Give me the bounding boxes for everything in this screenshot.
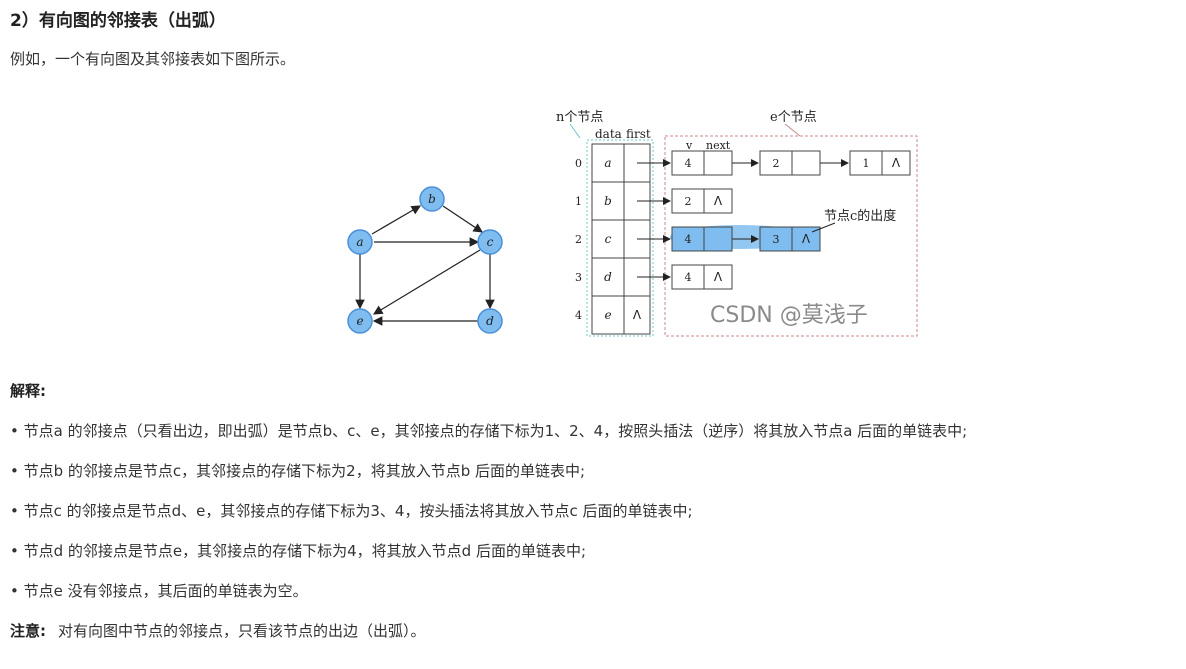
graph-node-label: d: [486, 314, 494, 328]
vertex-data: c: [605, 232, 612, 246]
n-nodes-label: n个节点: [556, 110, 603, 125]
edge-b-c: [442, 205, 483, 233]
vertex-data: e: [604, 308, 611, 322]
graph-node-d: [477, 308, 503, 334]
vertex-indices: 0 1 2 3 4: [575, 157, 582, 322]
vertex-index: 0: [575, 157, 582, 170]
vertex-first-cell: [623, 295, 651, 335]
head-pointers: [637, 159, 849, 281]
vertex-array-box: [586, 139, 654, 337]
null-pointer: Λ: [714, 194, 723, 208]
out-degree-annotation: 节点c的出度: [824, 208, 896, 224]
graph-node-label: a: [356, 235, 363, 249]
edge-nodes: [671, 150, 911, 290]
vertex-index: 3: [575, 271, 582, 284]
vertex-data-cell: [591, 295, 625, 335]
null-pointer: Λ: [714, 270, 723, 284]
explain-label: 解释:: [10, 382, 46, 400]
note-paragraph: 注意: 对有向图中节点的邻接点，只看该节点的出边（出弧）。: [10, 620, 426, 641]
graph-nodes: a b c d e: [347, 186, 503, 334]
list-node-value: 4: [685, 157, 692, 170]
graph-node-a: [347, 229, 373, 255]
list-node: [671, 226, 705, 252]
directed-graph: [355, 205, 495, 326]
explanation-item-d: • 节点d 的邻接点是节点e，其邻接点的存储下标为4，将其放入节点d 后面的单链…: [10, 542, 587, 560]
graph-node-b: [419, 186, 445, 212]
watermark: CSDN @莫浅子: [710, 303, 868, 328]
next-header: next: [706, 139, 731, 152]
list-node: [759, 150, 793, 176]
section-heading: 2）有向图的邻接表（出弧）: [10, 11, 226, 31]
data-header: data: [595, 127, 622, 141]
graph-node-label: e: [356, 314, 363, 328]
graph-node-c: [477, 229, 503, 255]
vertex-index: 1: [575, 195, 582, 208]
edge-node-values: 4 2 1 2 4 3 4: [685, 157, 870, 284]
null-pointer: Λ: [892, 156, 901, 170]
vertex-data-labels: a b c d e: [604, 156, 612, 322]
note-label: 注意:: [10, 622, 46, 640]
list-node: [759, 226, 793, 252]
vertex-data: b: [604, 194, 612, 208]
adjacency-diagram: a b c d e n个节点 data first e个节点 0: [347, 110, 918, 337]
explanation-item-b: • 节点b 的邻接点是节点c，其邻接点的存储下标为2，将其放入节点b 后面的单链…: [10, 462, 586, 480]
vertex-index: 4: [575, 309, 582, 322]
first-header: first: [626, 127, 651, 141]
n-label-pointer: [569, 123, 581, 139]
note-text: 对有向图中节点的邻接点，只看该节点的出边（出弧）。: [58, 622, 426, 640]
edge-nodes-box: [664, 135, 918, 337]
explanation-item-a: • 节点a 的邻接点（只看出边，即出弧）是节点b、c、e，其邻接点的存储下标为1…: [10, 422, 968, 440]
explanation-item-c: • 节点c 的邻接点是节点d、e，其邻接点的存储下标为3、4，按头插法将其放入节…: [10, 502, 693, 520]
list-node-value: 4: [685, 233, 692, 246]
edge-c-e: [372, 249, 481, 315]
vertex-data-cell: [591, 181, 625, 221]
vertex-array: [591, 143, 651, 335]
list-node-value: 3: [773, 233, 780, 246]
list-node-value: 4: [685, 271, 692, 284]
list-node: [671, 150, 705, 176]
vertex-data: d: [604, 270, 612, 284]
v-header: v: [685, 139, 693, 152]
list-node: [671, 188, 705, 214]
adjacency-list-figure: a b c d e n个节点 data first e个节点 0: [330, 100, 930, 345]
graph-node-label: b: [428, 192, 436, 206]
explanation-item-e: • 节点e 没有邻接点，其后面的单链表为空。: [10, 582, 308, 600]
e-nodes-label: e个节点: [770, 110, 817, 125]
graph-node-e: [347, 308, 373, 334]
null-pointers: Λ Λ Λ Λ: [714, 156, 901, 284]
graph-node-label: c: [487, 235, 494, 249]
list-node-value: 1: [863, 157, 870, 170]
null-pointer: Λ: [802, 232, 811, 246]
intro-text: 例如，一个有向图及其邻接表如下图所示。: [10, 50, 296, 68]
list-node-value: 2: [685, 195, 692, 208]
vertex-data: a: [604, 156, 611, 170]
e-label-pointer: [784, 123, 801, 137]
vertex-index: 2: [575, 233, 582, 246]
edge-a-b: [371, 205, 422, 235]
list-node-value: 2: [773, 157, 780, 170]
vertex-data-cell: [591, 219, 625, 259]
null-pointer: Λ: [633, 308, 642, 322]
list-node: [671, 264, 705, 290]
